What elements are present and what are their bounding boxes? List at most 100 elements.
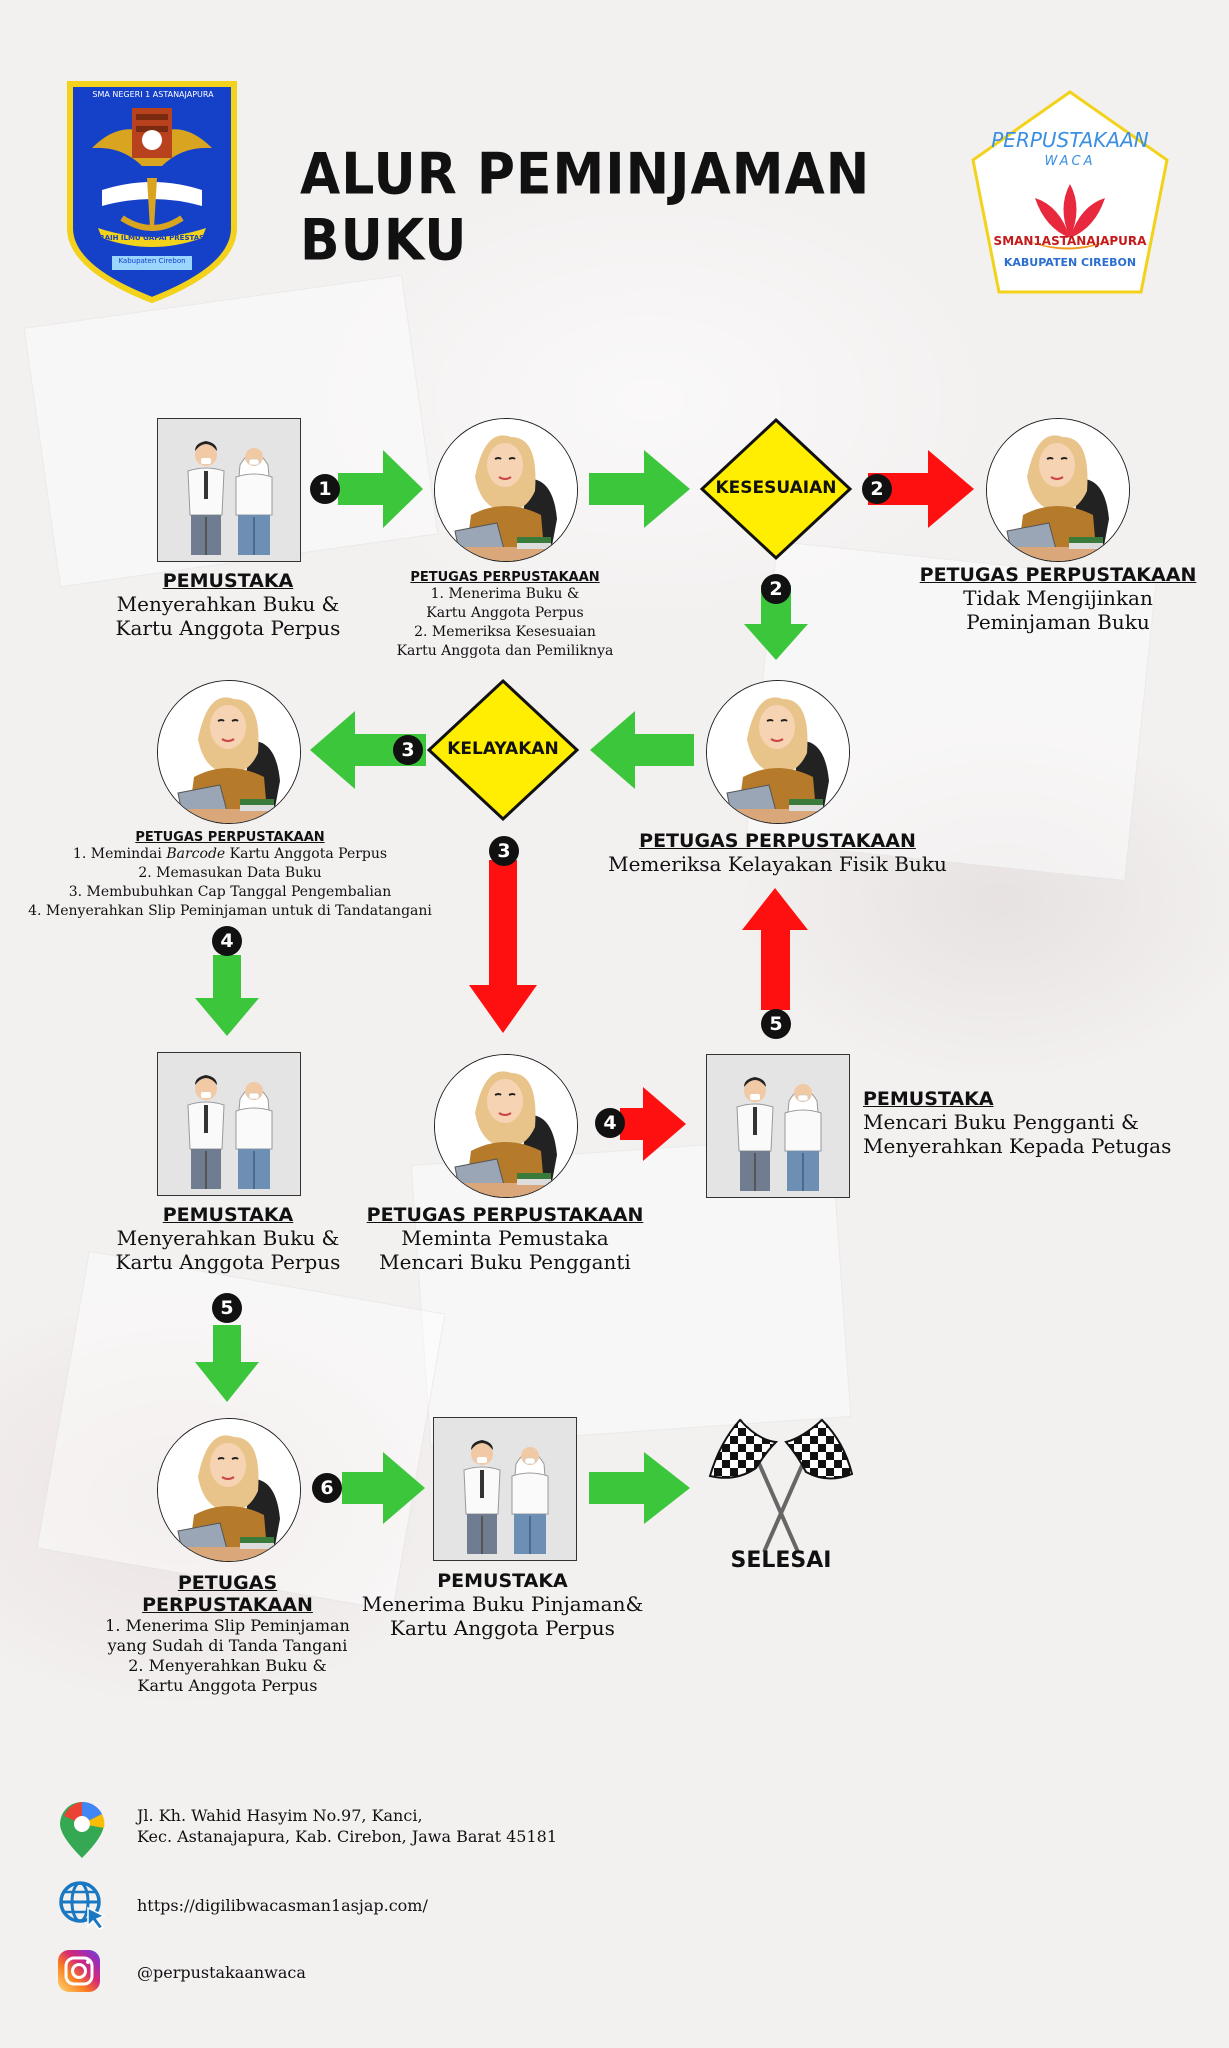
students-figure — [158, 419, 300, 561]
step-line: Peminjaman Buku — [966, 610, 1150, 634]
librarian-illustration — [157, 1418, 301, 1562]
step-line: Menyerahkan Kepada Petugas — [863, 1134, 1172, 1158]
librarian-illustration — [434, 418, 578, 562]
school-logo-motto: RAIH ILMU GAPAI PRESTASI — [99, 234, 207, 242]
step-petugas-request-replacement: PETUGAS PERPUSTAKAAN Meminta Pemustaka M… — [360, 1204, 650, 1274]
arrow-3-down-red — [469, 860, 537, 1033]
arrow-2-down — [744, 585, 808, 660]
students-figure — [434, 1418, 576, 1560]
step-badge-6: 6 — [312, 1473, 342, 1503]
librarian-figure — [987, 419, 1129, 561]
arrow-to-finish — [589, 1452, 690, 1524]
step-line: 4. Menyerahkan Slip Peminjaman untuk di … — [28, 903, 432, 919]
step-heading: PEMUSTAKA — [863, 1088, 994, 1110]
step-heading: PETUGAS PERPUSTAKAAN — [135, 830, 325, 845]
step-badge-5: 5 — [761, 1009, 791, 1039]
step-petugas-finalize: PETUGAS PERPUSTAKAAN 1. Menerima Slip Pe… — [90, 1572, 365, 1696]
barcode-term: Barcode — [166, 846, 226, 862]
step-line-part: 1. Memindai — [72, 846, 167, 862]
students-figure — [158, 1053, 300, 1195]
library-logo-sub-text: WACA — [1044, 154, 1096, 169]
library-logo-region: KABUPATEN CIREBON — [1003, 256, 1137, 269]
students-illustration — [157, 1052, 301, 1196]
step-line: 1. Memindai Barcode Kartu Anggota Perpus — [20, 845, 440, 864]
step-badge-2: 2 — [761, 574, 791, 604]
librarian-figure — [158, 1419, 300, 1561]
step-heading: PETUGAS PERPUSTAKAAN — [410, 570, 600, 585]
students-illustration — [706, 1054, 850, 1198]
library-logo — [971, 90, 1169, 294]
step-pemustaka-submit: PEMUSTAKA Menyerahkan Buku & Kartu Anggo… — [100, 570, 356, 640]
step-line: Kartu Anggota Perpus — [137, 1676, 318, 1695]
kelayakan-label: KELAYAKAN — [447, 739, 559, 759]
step-petugas-check-condition: PETUGAS PERPUSTAKAAN Memeriksa Kelayakan… — [600, 830, 955, 876]
library-logo-arc-text: PERPUSTAKAAN — [991, 128, 1149, 152]
school-logo — [67, 81, 237, 303]
step-line: Kartu Anggota Perpus — [115, 616, 341, 640]
librarian-figure — [435, 419, 577, 561]
step-heading: PEMUSTAKA — [437, 1570, 568, 1592]
step-line: yang Sudah di Tanda Tangani — [107, 1636, 348, 1655]
step-badge-4: 4 — [212, 926, 242, 956]
kesesuaian-label: KESESUAIAN — [715, 478, 837, 498]
finish-label: SELESAI — [730, 1548, 832, 1573]
step-heading: PETUGAS PERPUSTAKAAN — [919, 564, 1197, 586]
step-line: Mencari Buku Pengganti — [379, 1250, 631, 1274]
librarian-illustration — [434, 1054, 578, 1198]
arrow-4-down — [195, 955, 259, 1036]
step-line: Kartu Anggota Perpus — [390, 1616, 615, 1640]
step-badge-2: 2 — [862, 474, 892, 504]
address: Jl. Kh. Wahid Hasyim No.97, Kanci, Kec. … — [137, 1805, 557, 1847]
arrow-6 — [342, 1452, 425, 1524]
step-petugas-process: PETUGAS PERPUSTAKAAN 1. Memindai Barcode… — [20, 830, 440, 921]
step-pemustaka-receive: PEMUSTAKA Menerima Buku Pinjaman& Kartu … — [360, 1570, 645, 1640]
page-title: ALUR PEMINJAMAN BUKU — [300, 142, 871, 274]
step-line: 2. Menyerahkan Buku & — [128, 1656, 327, 1675]
step-line-part: Kartu Anggota Perpus — [225, 846, 388, 862]
students-illustration — [157, 418, 301, 562]
step-heading: PEMUSTAKA — [162, 570, 294, 592]
website-link[interactable]: https://digilibwacasman1asjap.com/ — [137, 1896, 428, 1915]
step-line: 2. Memeriksa Kesesuaian — [414, 624, 596, 640]
step-badge-5: 5 — [212, 1293, 242, 1323]
step-line: Meminta Pemustaka — [401, 1226, 609, 1250]
step-line: 2. Memasukan Data Buku — [138, 865, 322, 881]
step-petugas-reject: PETUGAS PERPUSTAKAAN Tidak Mengijinkan P… — [905, 564, 1211, 634]
instagram-icon — [58, 1950, 100, 1992]
step-line: 1. Menerima Buku & — [430, 586, 580, 602]
step-badge-3: 3 — [489, 836, 519, 866]
step-line: Kartu Anggota dan Pemiliknya — [396, 643, 614, 659]
librarian-figure — [158, 681, 300, 823]
step-badge-1: 1 — [310, 474, 340, 504]
step-heading: PETUGAS PERPUSTAKAAN — [142, 1572, 313, 1616]
arrow-4-red — [620, 1087, 686, 1161]
librarian-illustration — [986, 418, 1130, 562]
arrow-to-kesesuaian — [589, 450, 690, 528]
arrow-5-down — [195, 1325, 259, 1402]
step-heading: PEMUSTAKA — [162, 1204, 294, 1226]
map-pin-icon — [60, 1802, 105, 1858]
librarian-illustration — [157, 680, 301, 824]
step-line: 3. Membubuhkan Cap Tanggal Pengembalian — [68, 884, 392, 900]
step-line: Mencari Buku Pengganti & — [863, 1110, 1139, 1134]
step-line: Menyerahkan Buku & — [116, 1226, 340, 1250]
students-illustration — [433, 1417, 577, 1561]
step-line: Memeriksa Kelayakan Fisik Buku — [608, 852, 947, 876]
globe-icon — [59, 1881, 106, 1930]
arrow-2-red — [868, 450, 974, 528]
instagram-handle[interactable]: @perpustakaanwaca — [137, 1963, 306, 1982]
step-line: Menyerahkan Buku & — [116, 592, 340, 616]
step-heading: PETUGAS PERPUSTAKAAN — [366, 1204, 644, 1226]
checkered-flags-icon — [708, 1418, 854, 1553]
librarian-figure — [707, 681, 849, 823]
arrow-to-kelayakan — [590, 711, 694, 789]
step-petugas-receive: PETUGAS PERPUSTAKAAN 1. Menerima Buku & … — [380, 570, 630, 661]
library-logo-school: SMAN1ASTANAJAPURA — [993, 234, 1147, 248]
step-pemustaka-replace: PEMUSTAKA Mencari Buku Pengganti & Menye… — [863, 1088, 1193, 1158]
step-line: 1. Menerima Slip Peminjaman — [105, 1616, 350, 1635]
step-badge-4: 4 — [595, 1108, 625, 1138]
address-line: Kec. Astanajapura, Kab. Cirebon, Jawa Ba… — [137, 1827, 558, 1846]
arrow-5-up-red — [742, 888, 808, 1010]
